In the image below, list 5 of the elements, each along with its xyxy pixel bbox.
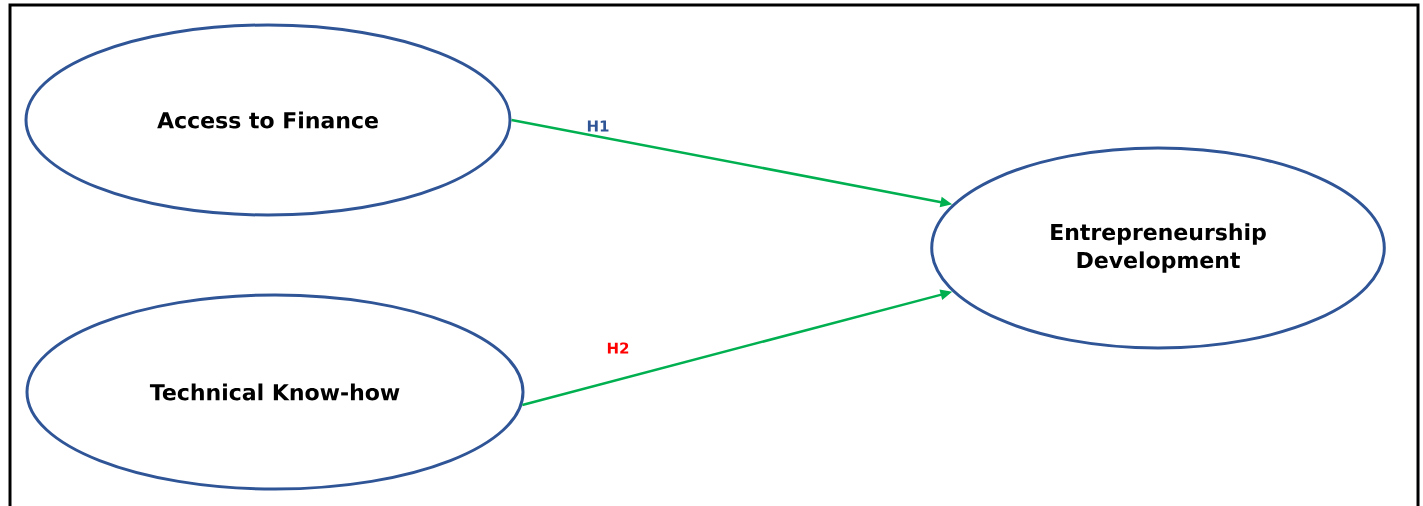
ellipse-node: Technical Know-how [25, 293, 525, 491]
ellipse-node: Access to Finance [24, 23, 512, 217]
ellipse-node: Entrepreneurship Development [930, 146, 1386, 350]
edge-label: H2 [605, 341, 631, 355]
edge-label: H1 [585, 119, 611, 133]
